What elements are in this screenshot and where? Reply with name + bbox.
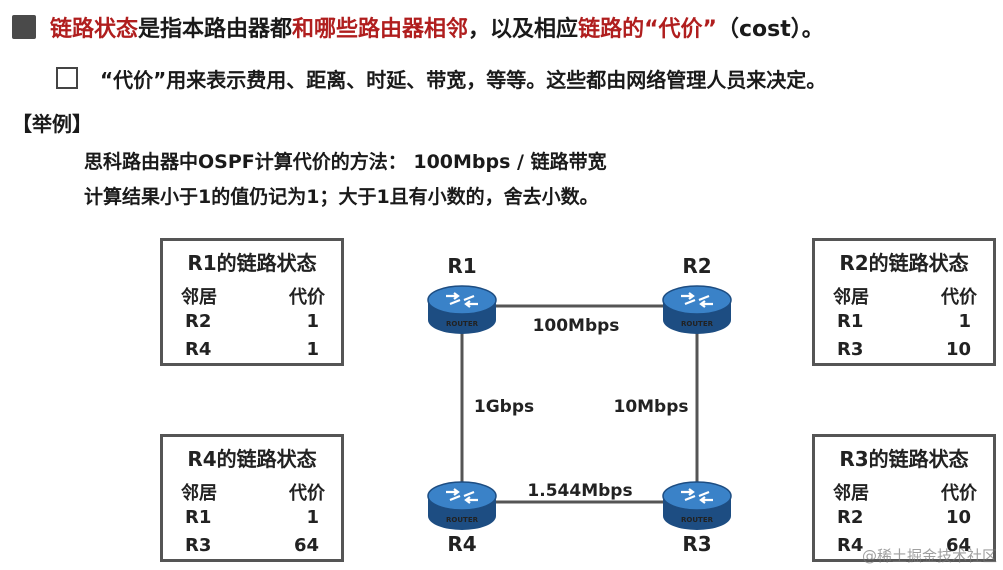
col-header-neighbor: 邻居 [833,287,869,308]
table-cell-neighbor: R4 [837,535,864,556]
table-cell-cost: 1 [306,311,319,332]
router-arrows-icon [446,292,478,308]
table-cell-cost: 10 [945,507,971,528]
example-line-formula: 思科路由器中OSPF计算代价的方法： 100Mbps / 链路带宽 [84,151,607,173]
router-r4: ROUTER [427,481,497,530]
table-cell-cost: 1 [306,507,319,528]
headline-segment-3: 和哪些路由器相邻 [292,17,469,42]
col-header-cost: 代价 [289,287,325,308]
link-state-table-r4: R4的链路状态 邻居 代价 R1 1 R3 64 [160,434,344,562]
table-cell-neighbor: R4 [185,339,212,360]
table-cell-cost: 10 [945,339,971,360]
router-r2-badge: ROUTER [681,320,714,328]
router-r2: ROUTER [662,285,732,334]
link-state-title: R2的链路状态 [839,251,969,275]
link-state-title: R3的链路状态 [839,447,969,471]
subline-text: “代价”用来表示费用、距离、时延、带宽，等等。这些都由网络管理人员来决定。 [100,67,827,92]
router-r1-badge: ROUTER [446,320,479,328]
table-cell-neighbor: R3 [185,535,212,556]
table-cell-cost: 1 [306,339,319,360]
table-cell-neighbor: R3 [837,339,864,360]
bullet-square-icon [12,15,36,39]
router-r1-label: R1 [447,254,476,278]
router-r3: ROUTER [662,481,732,530]
router-r4-badge: ROUTER [446,516,479,524]
headline: 链路状态 是指本路由器都 和哪些路由器相邻 ，以及相应 链路的“代价” （cos… [12,10,992,44]
table-cell-cost: 1 [958,311,971,332]
watermark: @稀土掘金技术社区 [861,547,997,565]
router-r3-badge: ROUTER [681,516,714,524]
table-cell-cost: 64 [945,535,971,556]
example-header: 【举例】 [12,112,92,136]
example-line-rounding: 计算结果小于1的值仍记为1；大于1且有小数的，舍去小数。 [84,186,599,208]
link-state-title: R4的链路状态 [187,447,317,471]
link-r1-r2-label: 100Mbps [533,316,620,336]
router-arrows-icon [681,488,713,504]
headline-segment-4: ，以及相应 [468,17,579,42]
headline-segment-6: （cost）。 [716,17,824,42]
table-cell-cost: 64 [293,535,319,556]
link-state-title: R1的链路状态 [187,251,317,275]
link-r4-r3-label: 1.544Mbps [527,481,632,501]
col-header-neighbor: 邻居 [833,483,869,504]
link-r2-r3-label: 10Mbps [613,397,688,417]
router-arrows-icon [681,292,713,308]
table-cell-neighbor: R2 [837,507,864,528]
headline-segment-5: 链路的“代价” [578,17,717,42]
col-header-cost: 代价 [941,287,977,308]
table-cell-neighbor: R2 [185,311,212,332]
link-r1-r4-label: 1Gbps [474,397,534,417]
router-r4-label: R4 [447,532,476,556]
link-lines [460,304,699,504]
router-r2-label: R2 [682,254,711,278]
link-state-table-r3: R3的链路状态 邻居 代价 R2 10 R4 64 [812,434,996,562]
col-header-neighbor: 邻居 [181,287,217,308]
headline-segment-1: 链路状态 [50,17,139,42]
link-state-table-r1: R1的链路状态 邻居 代价 R2 1 R4 1 [160,238,344,366]
subline: “代价”用来表示费用、距离、时延、带宽，等等。这些都由网络管理人员来决定。 [56,62,826,94]
router-arrows-icon [446,488,478,504]
router-r3-label: R3 [682,532,711,556]
table-cell-neighbor: R1 [837,311,864,332]
checkbox-icon [56,67,78,89]
router-r1: ROUTER [427,285,497,334]
headline-segment-2: 是指本路由器都 [138,17,293,42]
table-cell-neighbor: R1 [185,507,212,528]
col-header-cost: 代价 [289,483,325,504]
col-header-cost: 代价 [941,483,977,504]
col-header-neighbor: 邻居 [181,483,217,504]
link-state-table-r2: R2的链路状态 邻居 代价 R1 1 R3 10 [812,238,996,366]
